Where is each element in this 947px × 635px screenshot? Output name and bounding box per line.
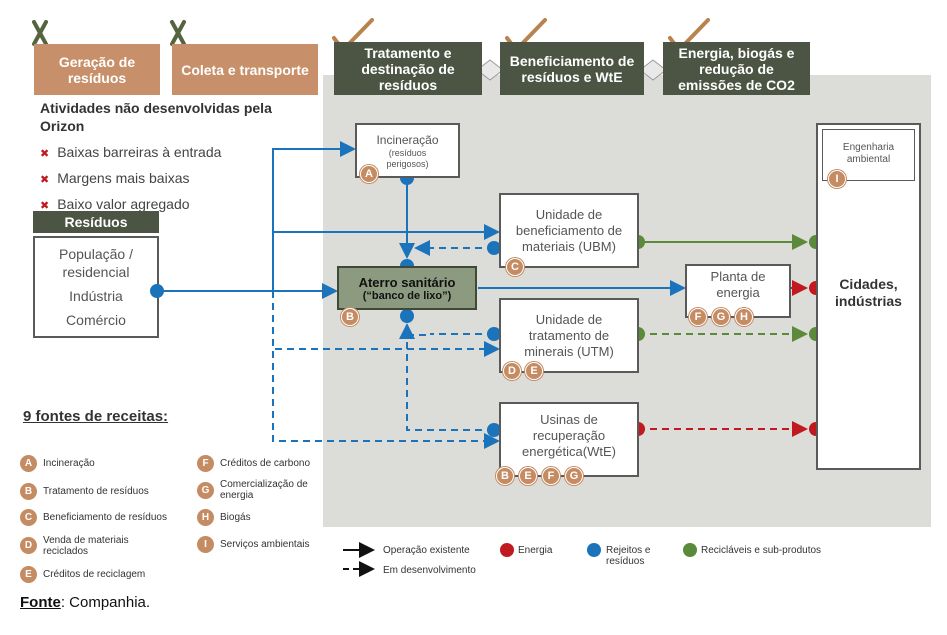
revenue-badge-i: I <box>828 170 846 188</box>
revenue-label: Créditos de carbono <box>220 458 311 469</box>
x-bullet-icon: ✖ <box>40 200 50 212</box>
revenue-badge-f: F <box>542 467 560 485</box>
header-energia: Energia, biogás e redução de emissões de… <box>663 42 810 95</box>
node-cidades: Engenharia ambiental I Cidades, indústri… <box>816 123 921 470</box>
revenue-letter-g: G <box>197 482 214 499</box>
header-geracao: Geração de resíduos <box>34 44 160 95</box>
revenue-label: Tratamento de resíduos <box>43 486 149 497</box>
revenue-label: Serviços ambientais <box>220 539 310 550</box>
node-wte: Usinas de recuperação energética(WtE) <box>499 402 639 477</box>
node-sublabel: (resíduos perigosos) <box>386 147 429 169</box>
list-item: ✖Margens mais baixas <box>40 170 190 186</box>
x-bullet-icon: ✖ <box>40 174 50 186</box>
waste-dot <box>487 423 501 437</box>
residuos-item: População / residencial <box>59 246 133 280</box>
header-tratamento: Tratamento e destinação de resíduos <box>334 42 482 95</box>
residuos-item: Indústria <box>69 288 123 304</box>
legend-developing: Em desenvolvimento <box>383 565 476 576</box>
revenue-letter-f: F <box>197 455 214 472</box>
revenue-label: Créditos de reciclagem <box>43 569 146 580</box>
node-utm: Unidade de tratamento de minerais (UTM) <box>499 298 639 373</box>
source-value: : Companhia. <box>60 594 151 611</box>
source-label: Fonte <box>20 594 61 611</box>
revenue-letter-b: B <box>20 483 37 500</box>
revenue-letter-a: A <box>20 455 37 472</box>
waste-dot <box>487 327 501 341</box>
list-item: ✖Baixas barreiras à entrada <box>40 144 222 160</box>
node-sublabel: (“banco de lixo”) <box>362 289 452 302</box>
x-mark-icon <box>32 20 48 46</box>
node-label: Unidade de tratamento de minerais (UTM) <box>524 311 614 359</box>
revenue-letter-d: D <box>20 537 37 554</box>
node-label: Unidade de beneficiamento de materiais (… <box>515 206 623 254</box>
revenue-letter-c: C <box>20 509 37 526</box>
waste-legend-dot <box>587 543 601 557</box>
legend-existing: Operação existente <box>383 545 470 556</box>
revenue-badge-g: G <box>565 467 583 485</box>
revenue-badge-c: C <box>506 258 524 276</box>
node-label: Aterro sanitário <box>358 274 456 290</box>
cidades-label: Cidades, indústrias <box>835 276 902 309</box>
legend-energy: Energia <box>518 545 553 556</box>
revenue-badge-e: E <box>519 467 537 485</box>
node-label: Planta de energia <box>710 269 766 300</box>
revenue-label: Comercialização de energia <box>220 479 308 501</box>
node-aterro: Aterro sanitário (“banco de lixo”) <box>337 266 477 310</box>
node-ubm: Unidade de beneficiamento de materiais (… <box>499 193 639 268</box>
not-developed-list: ✖Baixas barreiras à entrada ✖Margens mai… <box>40 140 221 218</box>
source-note: Fonte: Companhia. <box>20 594 150 611</box>
waste-dot <box>400 309 414 323</box>
revenue-letter-e: E <box>20 566 37 583</box>
revenue-badge-e: E <box>525 362 543 380</box>
revenue-badge-b: B <box>496 467 514 485</box>
legend-recyclable: Recicláveis e sub-produtos <box>701 545 822 556</box>
revenue-letter-h: H <box>197 509 214 526</box>
waste-dot <box>150 284 164 298</box>
legend-waste: Rejeitos e resíduos <box>606 545 651 567</box>
revenue-label: Venda de materiais reciclados <box>43 535 129 557</box>
waste-dot <box>487 241 501 255</box>
node-engenharia: Engenharia ambiental <box>822 129 915 181</box>
node-label: Usinas de recuperação energética(WtE) <box>522 411 616 459</box>
energy-legend-dot <box>500 543 514 557</box>
header-coleta: Coleta e transporte <box>172 44 318 95</box>
revenue-letter-i: I <box>197 536 214 553</box>
revenue-badge-h: H <box>735 308 753 326</box>
revenue-badge-d: D <box>503 362 521 380</box>
list-item: ✖Baixo valor agregado <box>40 196 190 212</box>
revenues-title: 9 fontes de receitas: <box>23 408 169 425</box>
revenue-badge-g: G <box>712 308 730 326</box>
revenue-badge-b: B <box>341 308 359 326</box>
x-mark-icon <box>170 20 186 46</box>
residuos-title: Resíduos <box>33 211 159 233</box>
revenue-label: Beneficiamento de resíduos <box>43 512 167 523</box>
revenue-badge-a: A <box>360 165 378 183</box>
header-beneficiamento: Beneficiamento de resíduos e WtE <box>500 42 644 95</box>
recyclable-legend-dot <box>683 543 697 557</box>
revenue-badge-f: F <box>689 308 707 326</box>
node-label: Engenharia ambiental <box>842 142 895 165</box>
residuos-item: Comércio <box>66 312 126 328</box>
revenue-label: Incineração <box>43 458 95 469</box>
node-label: Incineração <box>376 132 439 147</box>
not-developed-title: Atividades não desenvolvidas pela Orizon <box>40 100 272 134</box>
x-bullet-icon: ✖ <box>40 148 50 160</box>
revenue-label: Biogás <box>220 512 251 523</box>
